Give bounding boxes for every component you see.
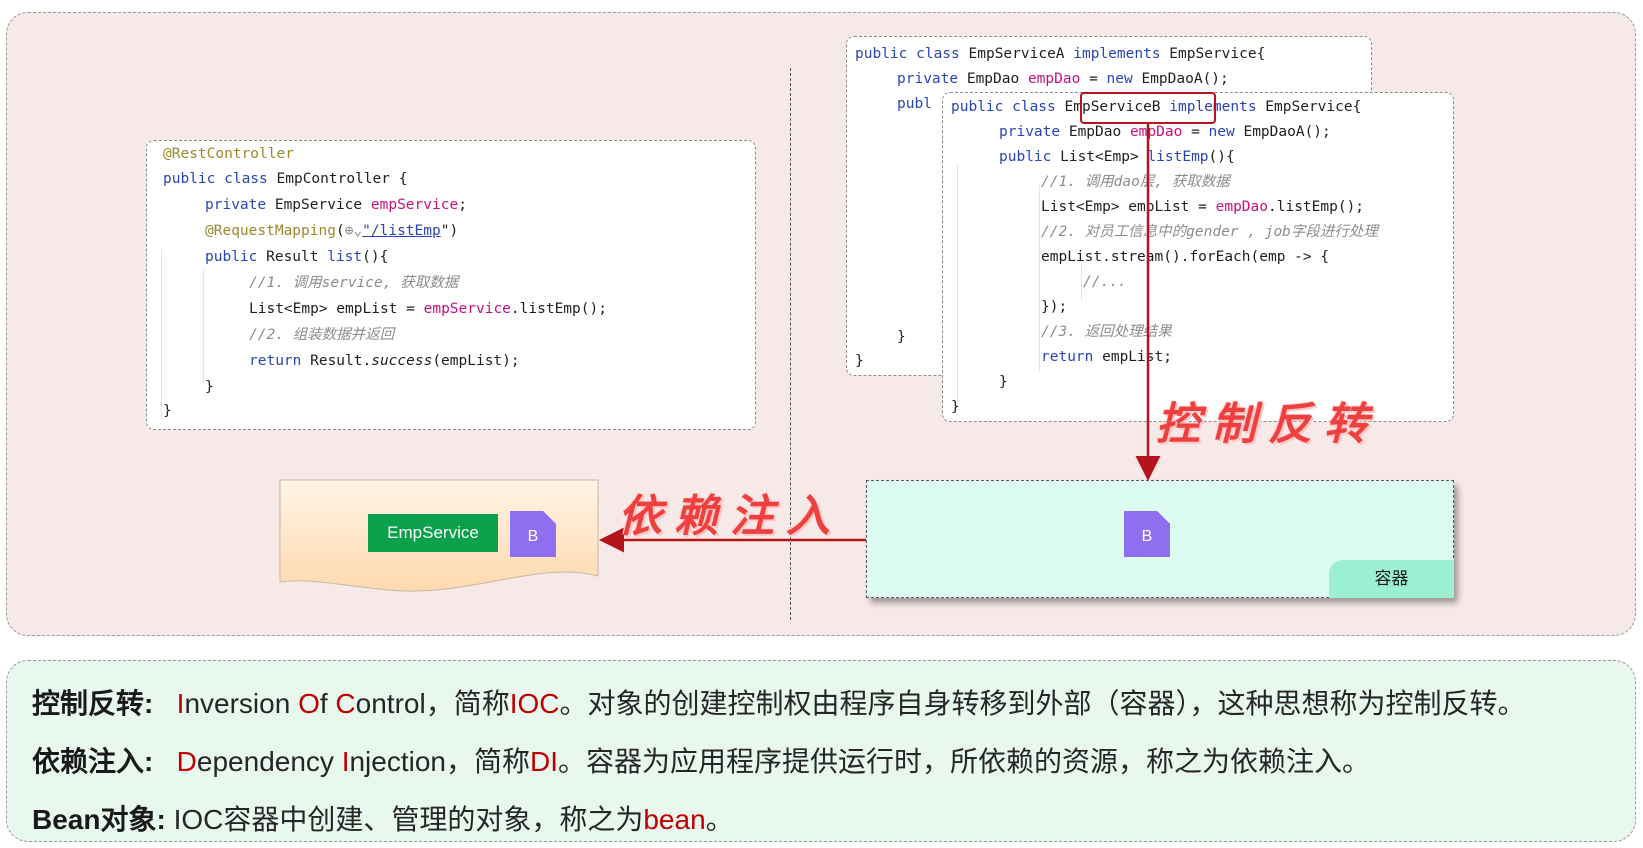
definition-term: Bean对象: <box>32 804 166 835</box>
acronym-letter: C <box>335 688 356 719</box>
code-line: List<Emp> empList = empService.listEmp()… <box>249 301 607 317</box>
definition-text: 。容器为应用程序提供运行时，所依赖的资源，称之为依赖注入。 <box>558 746 1371 777</box>
code-line: return empList; <box>1041 349 1172 365</box>
code-line: @RestController <box>163 146 294 162</box>
code-line: return Result.success(empList); <box>249 353 520 369</box>
code-line: empList.stream().forEach(emp -> { <box>1041 249 1330 265</box>
code-comment: //3. 返回处理结果 <box>1041 324 1172 340</box>
emp-controller-code: @RestController public class EmpControll… <box>146 140 756 430</box>
code-comment: //1. 调用service, 获取数据 <box>249 275 459 291</box>
code-comment: //2. 对员工信息中的gender , job字段进行处理 <box>1041 224 1378 240</box>
ioc-definition: 控制反转: Inversion Of Control，简称IOC。对象的创建控制… <box>32 682 1526 722</box>
container-label: 容器 <box>1329 560 1454 598</box>
section-divider <box>790 68 791 620</box>
code-line: } <box>897 329 906 345</box>
bean-definition: Bean对象: IOC容器中创建、管理的对象，称之为bean。 <box>32 798 734 838</box>
acronym-letter: I <box>341 746 350 777</box>
code-comment: //1. 调用dao层, 获取数据 <box>1041 174 1230 190</box>
di-handwritten-label: 依赖注入 <box>618 491 842 542</box>
code-line: public class EmpServiceA implements EmpS… <box>855 46 1266 62</box>
definition-text: 。 <box>705 804 734 835</box>
code-line: @RequestMapping(⊕⌄"/listEmp") <box>205 223 459 239</box>
code-line: } <box>951 399 960 415</box>
code-line: public List<Emp> listEmp(){ <box>999 149 1235 165</box>
code-line: } <box>163 403 172 419</box>
definition-text: ependency <box>196 746 342 777</box>
code-line: private EmpDao empDao = new EmpDaoA(); <box>897 71 1229 87</box>
definition-text: njection，简称 <box>349 746 530 777</box>
acronym: DI <box>530 746 558 777</box>
class-name-highlight <box>1080 92 1216 124</box>
emp-service-b-code: public class EmpServiceB implements EmpS… <box>942 92 1454 422</box>
code-line: public Result list(){ <box>205 249 389 265</box>
code-line: } <box>855 353 864 369</box>
code-line: private EmpService empService; <box>205 197 467 213</box>
ioc-handwritten-label: 控制反转 <box>1156 399 1380 450</box>
acronym: IOC <box>509 688 560 719</box>
code-line: } <box>999 374 1008 390</box>
di-definition: 依赖注入: Dependency Injection，简称DI。容器为应用程序提… <box>32 740 1370 780</box>
definition-text: ontrol，简称 <box>355 688 510 719</box>
definition-text: 。对象的创建控制权由程序自身转移到外部（容器），这种思想称为控制反转。 <box>559 688 1526 719</box>
code-line: public class EmpServiceB implements EmpS… <box>951 99 1362 115</box>
code-line: private EmpDao empDao = new EmpDaoA(); <box>999 124 1331 140</box>
code-line: List<Emp> empList = empDao.listEmp(); <box>1041 199 1365 215</box>
acronym-letter: I <box>176 688 185 719</box>
definition-term: 控制反转: <box>32 688 154 719</box>
definitions-panel <box>6 660 1636 842</box>
acronym-letter: D <box>176 746 197 777</box>
code-comment: //2. 组装数据并返回 <box>249 327 395 343</box>
code-line: } <box>205 379 214 395</box>
code-comment: //... <box>1083 274 1127 290</box>
code-line: public class EmpController { <box>163 171 408 187</box>
emp-service-tag: EmpService <box>368 514 498 552</box>
definition-text: IOC容器中创建、管理的对象，称之为 <box>173 804 644 835</box>
code-line: }); <box>1041 299 1068 315</box>
definition-text: f <box>319 688 336 719</box>
bean-keyword: bean <box>643 804 706 835</box>
code-line: publ <box>897 96 932 112</box>
acronym-letter: O <box>298 688 320 719</box>
bean-icon: B <box>510 511 556 557</box>
definition-text: nversion <box>184 688 299 719</box>
definition-term: 依赖注入: <box>32 746 154 777</box>
bean-icon: B <box>1124 511 1170 557</box>
